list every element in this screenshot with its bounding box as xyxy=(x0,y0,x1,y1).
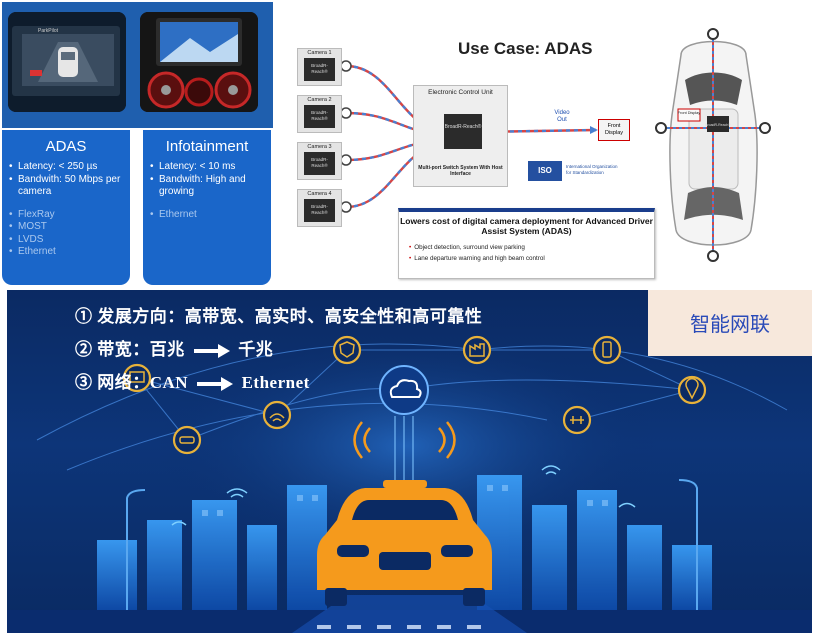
adas-benefit-list: Object detection, surround view parking … xyxy=(399,242,654,264)
car-front-display-label: Front Display xyxy=(678,111,700,115)
infotainment-card-bullets: Latency: < 10 ms Bandwith: High and grow… xyxy=(143,161,271,199)
network-suffix: Ethernet xyxy=(241,373,310,392)
diagram-title: Use Case: ADAS xyxy=(458,39,593,58)
car-illustration: Front Display BroadR-Reach® xyxy=(655,28,771,262)
network-line: ③ 网络：CAN Ethernet xyxy=(75,368,310,393)
iso-caption: International Organization for Standardi… xyxy=(566,164,618,175)
infotainment-network-ethernet: Ethernet xyxy=(150,209,271,222)
camera-1-label: Camera 1 xyxy=(307,50,332,56)
adas-network-list: FlexRay MOST LVDS Ethernet xyxy=(2,209,130,259)
camera-3-chip: BroadR-Reach® xyxy=(304,152,335,175)
smart-connectivity-label: 智能网联 xyxy=(690,314,770,336)
adas-benefit-title: Lowers cost of digital camera deployment… xyxy=(400,216,653,236)
camera-4-box: Camera 4 BroadR-Reach® xyxy=(297,189,342,227)
orange-connected-car xyxy=(317,480,492,606)
camera-2-chip: BroadR-Reach® xyxy=(304,105,335,128)
adas-network-lvds: LVDS xyxy=(9,234,130,247)
adas-dashboard-photo: ParkPilot xyxy=(8,12,126,112)
infotainment-latency: Latency: < 10 ms xyxy=(150,161,271,174)
bandwidth-line: ② 带宽：百兆 千兆 xyxy=(75,335,273,360)
adas-network-ethernet: Ethernet xyxy=(9,246,130,259)
car-top-view: Front Display BroadR-Reach® xyxy=(651,25,776,265)
shield-icon xyxy=(332,335,362,365)
bandwidth-suffix: 千兆 xyxy=(238,340,274,359)
ecu-caption: Multi-port Switch System With Host Inter… xyxy=(418,165,503,177)
ecu-title: Electronic Control Unit xyxy=(428,89,493,96)
adas-latency: Latency: < 250 µs xyxy=(9,161,130,174)
camera-2-box: Camera 2 BroadR-Reach® xyxy=(297,95,342,133)
camera-4-label: Camera 4 xyxy=(307,191,332,197)
development-direction-text: ① 发展方向：高带宽、高实时、高安全性和高可靠性 xyxy=(75,307,483,326)
infotainment-card-title: Infotainment xyxy=(165,138,249,155)
adas-benefit-box: Lowers cost of digital camera deployment… xyxy=(398,208,655,279)
svg-text:ParkPilot: ParkPilot xyxy=(38,28,59,34)
adas-card-bullets: Latency: < 250 µs Bandwith: 50 Mbps per … xyxy=(2,161,130,199)
wifi-icon xyxy=(262,400,292,430)
factory-icon xyxy=(462,335,492,365)
camera-4-chip: BroadR-Reach® xyxy=(304,199,335,222)
iso-logo: ISO xyxy=(528,161,562,181)
arrow-right-icon xyxy=(193,340,230,360)
adas-benefit-item: Object detection, surround view parking xyxy=(409,242,654,253)
video-out-label: Video Out xyxy=(554,110,570,123)
ecu-chip: BroadR-Reach® xyxy=(444,114,482,149)
adas-network-flexray: FlexRay xyxy=(9,209,130,222)
infotainment-requirements-card: Infotainment Latency: < 10 ms Bandwith: … xyxy=(143,130,271,285)
smart-connectivity-label-box: 智能网联 xyxy=(648,290,812,356)
smart-connected-city-banner: ① 发展方向：高带宽、高实时、高安全性和高可靠性 ② 带宽：百兆 千兆 ③ 网络… xyxy=(7,290,812,633)
network-prefix: ③ 网络：CAN xyxy=(75,373,189,392)
camera-2-label: Camera 2 xyxy=(307,97,332,103)
adas-requirements-card: ADAS Latency: < 250 µs Bandwith: 50 Mbps… xyxy=(2,130,130,285)
electronic-control-unit: Electronic Control Unit BroadR-Reach® Mu… xyxy=(413,85,508,187)
front-display-box: Front Display xyxy=(598,119,630,141)
adas-use-case-diagram: Use Case: ADAS Camera 1 BroadR-Reach® Ca… xyxy=(280,30,660,280)
car-node-icon xyxy=(172,425,202,455)
camera-3-label: Camera 3 xyxy=(307,144,332,150)
bandwidth-prefix: ② 带宽：百兆 xyxy=(75,340,185,359)
camera-1-chip: BroadR-Reach® xyxy=(304,58,335,81)
infotainment-bandwidth: Bandwith: High and growing xyxy=(150,174,271,199)
infotainment-network-list: Ethernet xyxy=(143,209,271,222)
camera-3-box: Camera 3 BroadR-Reach® xyxy=(297,142,342,180)
adas-benefit-item: Lane departure warning and high beam con… xyxy=(409,253,654,264)
cloud-icon xyxy=(379,365,429,415)
adas-card-title: ADAS xyxy=(45,138,87,155)
car-chip-label: BroadR-Reach® xyxy=(705,123,731,127)
arrow-right-icon xyxy=(196,373,233,393)
city-illustration xyxy=(7,335,812,633)
camera-1-box: Camera 1 BroadR-Reach® xyxy=(297,48,342,86)
network-requirements-panel: ParkPilot ADAS Latency: < 250 µs Bandwit… xyxy=(2,2,273,286)
adas-network-most: MOST xyxy=(9,221,130,234)
phone-icon xyxy=(592,335,622,365)
adas-bandwidth: Bandwith: 50 Mbps per camera xyxy=(9,174,130,199)
infotainment-dashboard-photo xyxy=(140,12,258,112)
